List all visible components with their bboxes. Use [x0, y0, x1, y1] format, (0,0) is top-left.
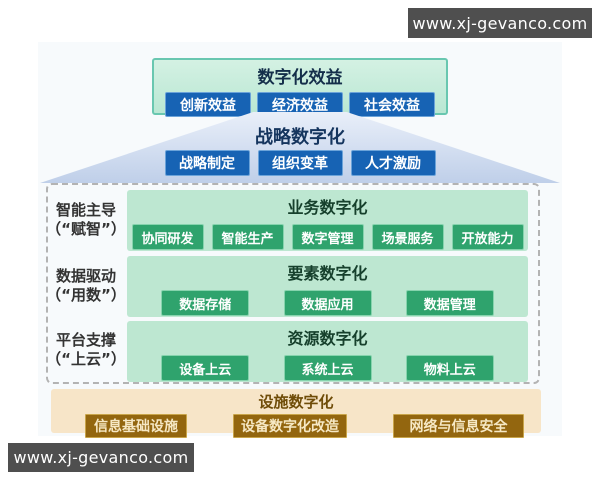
row-label-intelligence: 智能主导 （“赋智”）: [46, 201, 126, 239]
panel-item: 场景服务: [371, 224, 444, 250]
panel-elements: 要素数字化 数据存储 数据应用 数据管理: [127, 256, 528, 317]
benefit-items: 创新效益 经济效益 社会效益: [154, 92, 446, 117]
panel-items: 设备上云 系统上云 物料上云: [127, 355, 528, 381]
panel-title: 资源数字化: [287, 329, 368, 348]
benefit-title: 数字化效益: [257, 68, 343, 88]
panel-item: 数据应用: [283, 290, 372, 316]
panel-item: 数字管理: [291, 224, 364, 250]
strategy-title: 战略数字化: [255, 127, 345, 148]
panel-title: 要素数字化: [287, 264, 368, 283]
watermark-top: www.xj-gevanco.com: [408, 8, 592, 38]
row-label-line1: 数据驱动: [55, 267, 116, 285]
benefit-item: 创新效益: [165, 92, 251, 117]
panel-items: 协同研发 智能生产 数字管理 场景服务 开放能力: [127, 224, 528, 250]
strategy-item: 组织变革: [257, 150, 343, 176]
panel-business: 业务数字化 协同研发 智能生产 数字管理 场景服务 开放能力: [127, 190, 528, 251]
row-label-line2: （“上云”）: [46, 350, 126, 368]
strategy-item: 人才激励: [350, 150, 436, 176]
panel-item: 智能生产: [211, 224, 284, 250]
facility-item: 网络与信息安全: [393, 414, 524, 438]
strategy-item: 战略制定: [164, 150, 250, 176]
row-label-platform: 平台支撑 （“上云”）: [46, 331, 126, 369]
panel-item: 数据管理: [405, 290, 494, 316]
panel-item: 开放能力: [451, 224, 524, 250]
facility-item: 设备数字化改造: [233, 414, 347, 438]
panel-resources: 资源数字化 设备上云 系统上云 物料上云: [127, 321, 528, 382]
facility-title: 设施数字化: [258, 393, 334, 411]
row-label-line1: 智能主导: [55, 201, 116, 219]
benefit-box: 数字化效益 创新效益 经济效益 社会效益: [152, 58, 448, 117]
panel-item: 系统上云: [283, 355, 372, 381]
panel-items: 数据存储 数据应用 数据管理: [127, 290, 528, 316]
panel-item: 物料上云: [405, 355, 494, 381]
strategy-items: 战略制定 组织变革 人才激励: [0, 150, 600, 176]
panel-title: 业务数字化: [287, 198, 368, 217]
row-label-line2: （“用数”）: [46, 286, 126, 304]
facility-items: 信息基础设施 设备数字化改造 网络与信息安全: [51, 414, 541, 438]
panel-item: 协同研发: [131, 224, 204, 250]
facility-item: 信息基础设施: [85, 414, 187, 438]
row-label-line2: （“赋智”）: [46, 220, 126, 238]
dashed-container: [46, 183, 540, 384]
watermark-bottom: www.xj-gevanco.com: [8, 443, 194, 472]
panel-item: 设备上云: [161, 355, 250, 381]
row-label-data: 数据驱动 （“用数”）: [46, 267, 126, 305]
row-label-line1: 平台支撑: [55, 331, 116, 349]
facility-panel: 设施数字化 信息基础设施 设备数字化改造 网络与信息安全: [51, 389, 541, 438]
benefit-item: 社会效益: [349, 92, 435, 117]
panel-item: 数据存储: [161, 290, 250, 316]
